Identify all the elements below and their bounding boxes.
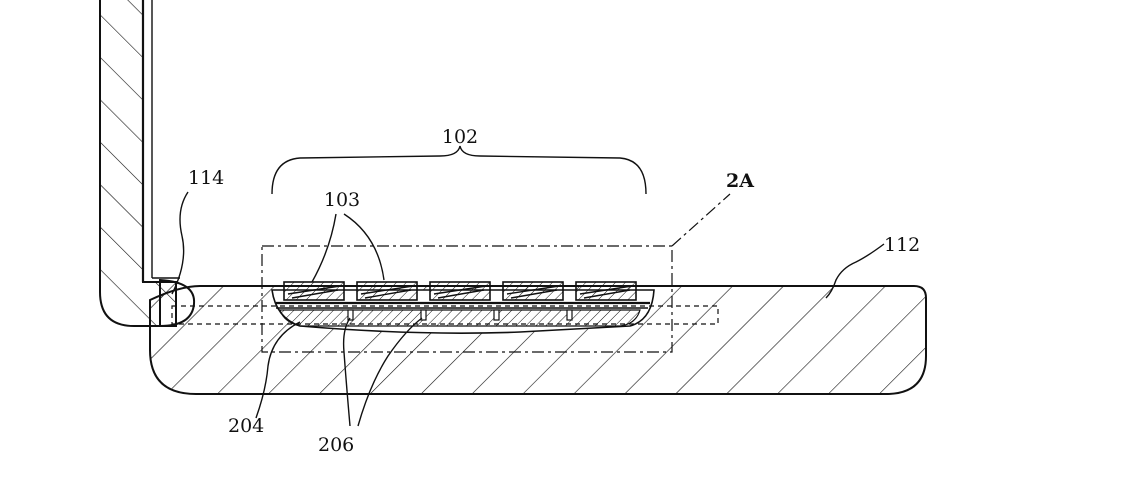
keys-row	[283, 281, 637, 301]
lid-outer-shell	[99, 0, 177, 327]
base-housing	[149, 285, 927, 395]
label-102: 102	[442, 126, 478, 148]
detail-leader-2a	[671, 193, 731, 247]
key	[575, 281, 637, 301]
label-204: 204	[228, 415, 264, 437]
label-2a: 2A	[726, 170, 754, 192]
lid	[99, 0, 180, 327]
section-line-dashed	[171, 305, 719, 325]
switch-element	[493, 309, 500, 321]
switch-elements	[347, 309, 573, 321]
key	[502, 281, 564, 301]
switch-element	[420, 309, 427, 321]
label-112: 112	[884, 234, 920, 256]
leader-206-a	[342, 317, 351, 427]
support-layer-204	[279, 309, 641, 327]
key	[283, 281, 345, 301]
leader-112	[825, 243, 885, 299]
label-114: 114	[188, 167, 224, 189]
key	[429, 281, 491, 301]
leader-103-a	[311, 213, 337, 283]
leader-204	[255, 321, 301, 419]
label-103: 103	[324, 189, 360, 211]
switch-element	[347, 309, 354, 321]
key	[356, 281, 418, 301]
leader-114	[171, 191, 189, 295]
leader-103-b	[343, 213, 385, 281]
brace-102	[271, 145, 647, 195]
detail-box-2a	[261, 245, 673, 353]
label-206: 206	[318, 434, 354, 456]
leader-206-b	[357, 317, 423, 427]
switch-element	[566, 309, 573, 321]
leader-lines	[171, 191, 885, 427]
